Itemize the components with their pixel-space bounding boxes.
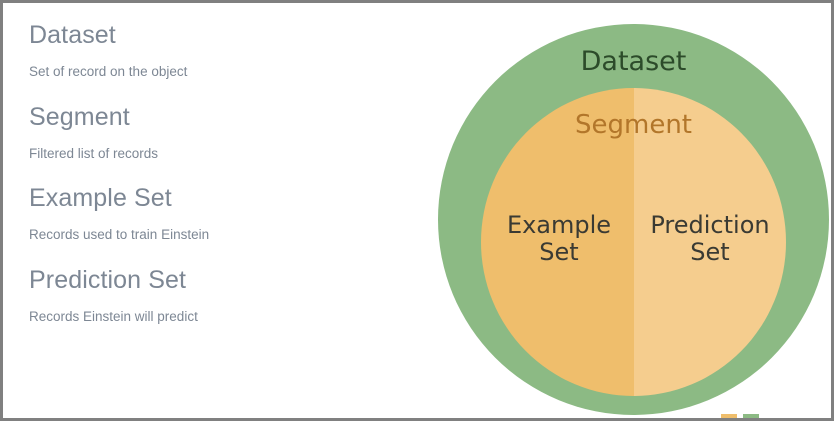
clipped-legend-artifact bbox=[721, 414, 763, 418]
glossary-term-example-set: Example Set bbox=[29, 184, 172, 212]
glossary-definition-segment: Filtered list of records bbox=[29, 145, 159, 161]
legend-swatch-green bbox=[743, 414, 759, 418]
glossary-entry-example-set: Example Set Records used to train Einste… bbox=[29, 180, 429, 246]
glossary-definition-example-set: Records used to train Einstein bbox=[29, 227, 210, 243]
dataset-venn-diagram: Dataset Segment Example Set Prediction S… bbox=[438, 24, 829, 415]
diagram-label-segment: Segment bbox=[575, 110, 692, 140]
diagram-label-prediction-set: Prediction Set bbox=[650, 211, 770, 266]
inner-half-prediction-set bbox=[633, 88, 786, 396]
glossary-entry-prediction-set: Prediction Set Records Einstein will pre… bbox=[29, 262, 429, 328]
inner-circle-segment bbox=[481, 88, 786, 396]
glossary-list: Dataset Set of record on the object Segm… bbox=[29, 17, 429, 343]
glossary-term-segment: Segment bbox=[29, 102, 130, 131]
glossary-entry-segment: Segment Filtered list of records bbox=[29, 99, 429, 165]
legend-swatch-orange bbox=[721, 414, 737, 418]
glossary-definition-dataset: Set of record on the object bbox=[29, 64, 188, 80]
diagram-label-dataset: Dataset bbox=[580, 46, 687, 77]
glossary-definition-prediction-set: Records Einstein will predict bbox=[29, 308, 198, 324]
glossary-term-dataset: Dataset bbox=[29, 21, 116, 49]
glossary-term-prediction-set: Prediction Set bbox=[29, 265, 187, 294]
glossary-entry-dataset: Dataset Set of record on the object bbox=[29, 17, 429, 83]
inner-half-example-set bbox=[481, 88, 634, 396]
diagram-label-example-set: Example Set bbox=[506, 211, 612, 266]
